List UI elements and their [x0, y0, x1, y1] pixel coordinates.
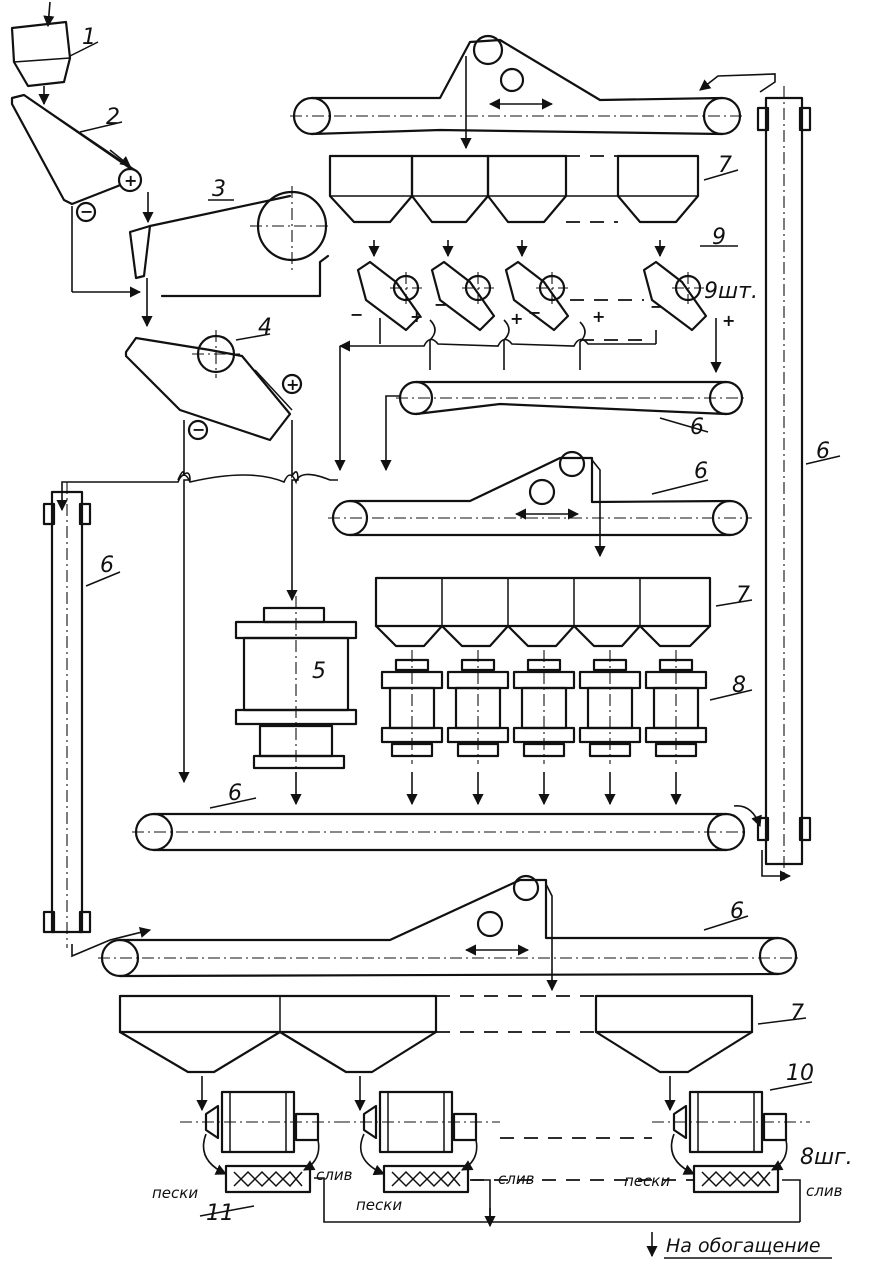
label-peski-3: пески	[624, 1172, 670, 1190]
label-11: 11	[199, 1201, 255, 1226]
svg-text:+: +	[722, 311, 735, 330]
label-peski-1: пески	[152, 1184, 198, 1202]
svg-text:8: 8	[732, 673, 746, 698]
svg-text:7: 7	[736, 583, 750, 608]
screen-4: + −	[124, 330, 303, 442]
svg-text:−: −	[80, 202, 93, 221]
svg-text:6: 6	[730, 899, 744, 924]
middle-bins	[374, 576, 712, 648]
top-conveyor	[290, 34, 776, 150]
label-6-collector: 6	[659, 415, 709, 440]
svg-text:+: +	[592, 307, 605, 326]
label-5: 5	[312, 659, 326, 684]
screens-row: − + − + − + − +	[334, 240, 735, 472]
label-7-top: 7	[703, 153, 739, 181]
svg-text:7: 7	[718, 153, 732, 178]
label-10: 10 8шг.	[769, 1061, 853, 1170]
svg-text:6: 6	[816, 439, 830, 464]
svg-text:4: 4	[258, 315, 272, 340]
label-6-right: 6	[805, 439, 841, 465]
label-4: 4	[235, 315, 272, 341]
jaw-crusher	[128, 186, 330, 328]
svg-text:11: 11	[206, 1201, 234, 1226]
label-2: 2	[79, 105, 123, 133]
svg-text:2: 2	[106, 105, 120, 130]
cone-crusher	[234, 596, 358, 806]
svg-text:6: 6	[100, 553, 114, 578]
svg-text:1: 1	[82, 25, 96, 50]
label-6-left: 6	[85, 553, 121, 587]
label-7-bottom: 7	[757, 1001, 807, 1026]
middle-conveyor	[328, 450, 752, 558]
collector-conveyor	[380, 380, 746, 472]
svg-text:9шт.: 9шт.	[704, 279, 758, 304]
svg-text:−: −	[528, 303, 541, 322]
label-3: 3	[208, 177, 234, 202]
label-sliv-3: слив	[806, 1182, 843, 1200]
ball-mills-row	[180, 1076, 810, 1194]
svg-text:−: −	[434, 295, 447, 314]
feed-hopper	[10, 1, 72, 106]
label-8: 8	[709, 673, 753, 701]
right-elevator	[756, 86, 812, 882]
label-6-long: 6	[209, 781, 257, 809]
svg-text:9: 9	[712, 225, 726, 250]
label-sliv-1: слив	[316, 1166, 353, 1184]
label-6-middle: 6	[651, 459, 709, 495]
svg-text:−: −	[192, 420, 205, 439]
label-6-bottom: 6	[703, 899, 749, 931]
svg-text:+: +	[510, 309, 523, 328]
svg-text:10: 10	[786, 1061, 814, 1086]
inclined-screen: + −	[10, 93, 143, 223]
svg-text:8шг.: 8шг.	[800, 1145, 853, 1170]
svg-text:7: 7	[790, 1001, 804, 1026]
label-peski-2: пески	[356, 1196, 402, 1214]
svg-text:+: +	[124, 171, 137, 190]
svg-text:3: 3	[212, 177, 226, 202]
svg-text:+: +	[410, 307, 423, 326]
label-1: 1	[69, 25, 99, 57]
label-9: 9 9шт.	[700, 225, 758, 304]
svg-text:−: −	[350, 305, 363, 324]
svg-text:6: 6	[690, 415, 704, 440]
left-elevator	[42, 482, 152, 958]
label-7-middle: 7	[715, 583, 753, 608]
label-sliv-2: слив	[498, 1170, 535, 1188]
long-conveyor	[132, 805, 762, 852]
svg-text:−: −	[650, 297, 663, 316]
svg-text:6: 6	[228, 781, 242, 806]
svg-text:На обогащение: На обогащение	[666, 1235, 821, 1257]
output-caption: На обогащение	[664, 1235, 832, 1259]
bottom-bins	[118, 994, 754, 1074]
top-bins	[328, 154, 700, 224]
mills-row	[380, 650, 708, 806]
bottom-conveyor	[98, 874, 800, 992]
svg-text:+: +	[286, 375, 299, 394]
svg-text:6: 6	[694, 459, 708, 484]
